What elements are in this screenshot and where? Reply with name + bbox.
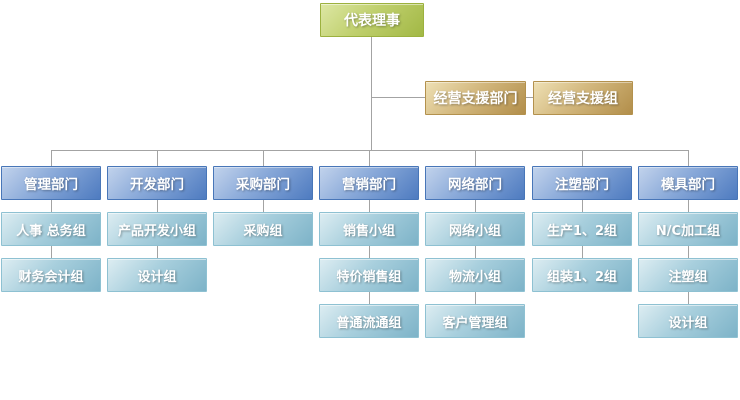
node-group: 销售小组 [319,212,419,246]
connector-stub [688,246,689,258]
connector-stub [51,246,52,258]
connector-stub [369,246,370,258]
connector-dept-stub-7 [688,150,689,166]
node-group: 普通流通组 [319,304,419,338]
connector-root-trunk [371,36,372,150]
node-group: 财务会计组 [1,258,101,292]
node-group: 设计组 [107,258,207,292]
connector-stub [688,200,689,212]
node-group: 网络小组 [425,212,525,246]
connector-stub [688,292,689,304]
node-support-dept: 经营支援部门 [425,81,526,115]
connector-dept-stub-5 [475,150,476,166]
node-dept-mold: 模具部门 [638,166,738,200]
connector-stub [582,200,583,212]
node-dept-network: 网络部门 [425,166,525,200]
connector-stub [51,200,52,212]
node-dept-management: 管理部门 [1,166,101,200]
node-group: 采购组 [213,212,313,246]
node-root: 代表理事 [320,3,424,37]
node-group: 设计组 [638,304,738,338]
node-support-group: 经营支援组 [533,81,633,115]
connector-support-branch [372,97,425,98]
connector-dept-stub-1 [51,150,52,166]
node-group: 组装1、2组 [532,258,632,292]
node-group: 生产1、2组 [532,212,632,246]
node-dept-injection: 注塑部门 [532,166,632,200]
node-dept-purchasing: 采购部门 [213,166,313,200]
connector-stub [369,200,370,212]
node-group: 人事 总务组 [1,212,101,246]
connector-dept-stub-2 [157,150,158,166]
connector-stub [263,200,264,212]
node-dept-development: 开发部门 [107,166,207,200]
node-group: 特价销售组 [319,258,419,292]
node-group: 注塑组 [638,258,738,292]
node-dept-marketing: 营销部门 [319,166,419,200]
connector-stub [475,200,476,212]
node-group: 产品开发小组 [107,212,207,246]
connector-stub [157,200,158,212]
connector-stub [475,292,476,304]
connector-stub [157,246,158,258]
connector-dept-stub-4 [369,150,370,166]
node-group: N/C加工组 [638,212,738,246]
node-group: 客户管理组 [425,304,525,338]
connector-stub [369,292,370,304]
connector-stub [582,246,583,258]
connector-dept-stub-6 [582,150,583,166]
node-group: 物流小组 [425,258,525,292]
connector-stub [475,246,476,258]
connector-support-link [526,97,533,98]
connector-dept-stub-3 [263,150,264,166]
